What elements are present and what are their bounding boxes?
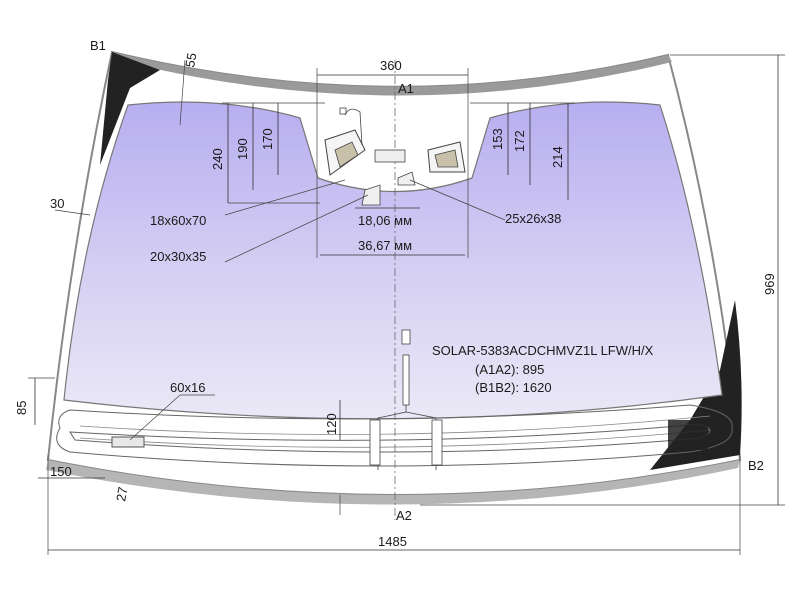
dim-side-85: 85 (14, 401, 29, 415)
heater-connector-left (111, 436, 145, 448)
heater-connector-right (668, 420, 708, 450)
heater-grid (56, 404, 733, 467)
dim-bottom-width: 1485 (378, 534, 407, 549)
sensor-connector (369, 329, 443, 470)
dim-heater-120: 120 (324, 413, 339, 435)
point-a2-label: A2 (396, 508, 412, 523)
dim-offset-150: 150 (50, 464, 72, 479)
mirror-bracket (324, 107, 466, 206)
dim-left-190: 190 (235, 138, 250, 160)
dim-right-172: 172 (512, 130, 527, 152)
callout-pad-20x30x35: 20x30x35 (150, 249, 206, 264)
tinted-glass-area (63, 101, 723, 420)
dim-right-153: 153 (490, 128, 505, 150)
info-model: SOLAR-5383ACDCHMVZ1L LFW/H/X (432, 343, 654, 358)
dim-sensor-width: 18,06 мм (358, 213, 412, 228)
point-b2-label: B2 (748, 458, 764, 473)
callout-pad-18x60x70: 18x60x70 (150, 213, 206, 228)
dim-top-width: 360 (380, 58, 402, 73)
point-a1-label: A1 (398, 81, 414, 96)
dim-border-30: 30 (50, 196, 64, 211)
info-a1a2: (A1A2): 895 (475, 362, 544, 377)
dim-mirror-width: 36,67 мм (358, 238, 412, 253)
dim-left-170: 170 (260, 128, 275, 150)
point-b1-label: B1 (90, 38, 106, 53)
dim-border-55: 55 (182, 52, 199, 69)
dim-left-240: 240 (210, 148, 225, 170)
dim-height-969: 969 (762, 273, 777, 295)
callout-pad-25x26x38: 25x26x38 (505, 211, 561, 226)
callout-connector-60x16: 60x16 (170, 380, 205, 395)
frit-corners (100, 52, 742, 470)
dim-offset-27: 27 (113, 486, 130, 503)
info-b1b2: (B1B2): 1620 (475, 380, 552, 395)
dim-right-214: 214 (550, 146, 565, 168)
dimension-lines (28, 54, 785, 555)
